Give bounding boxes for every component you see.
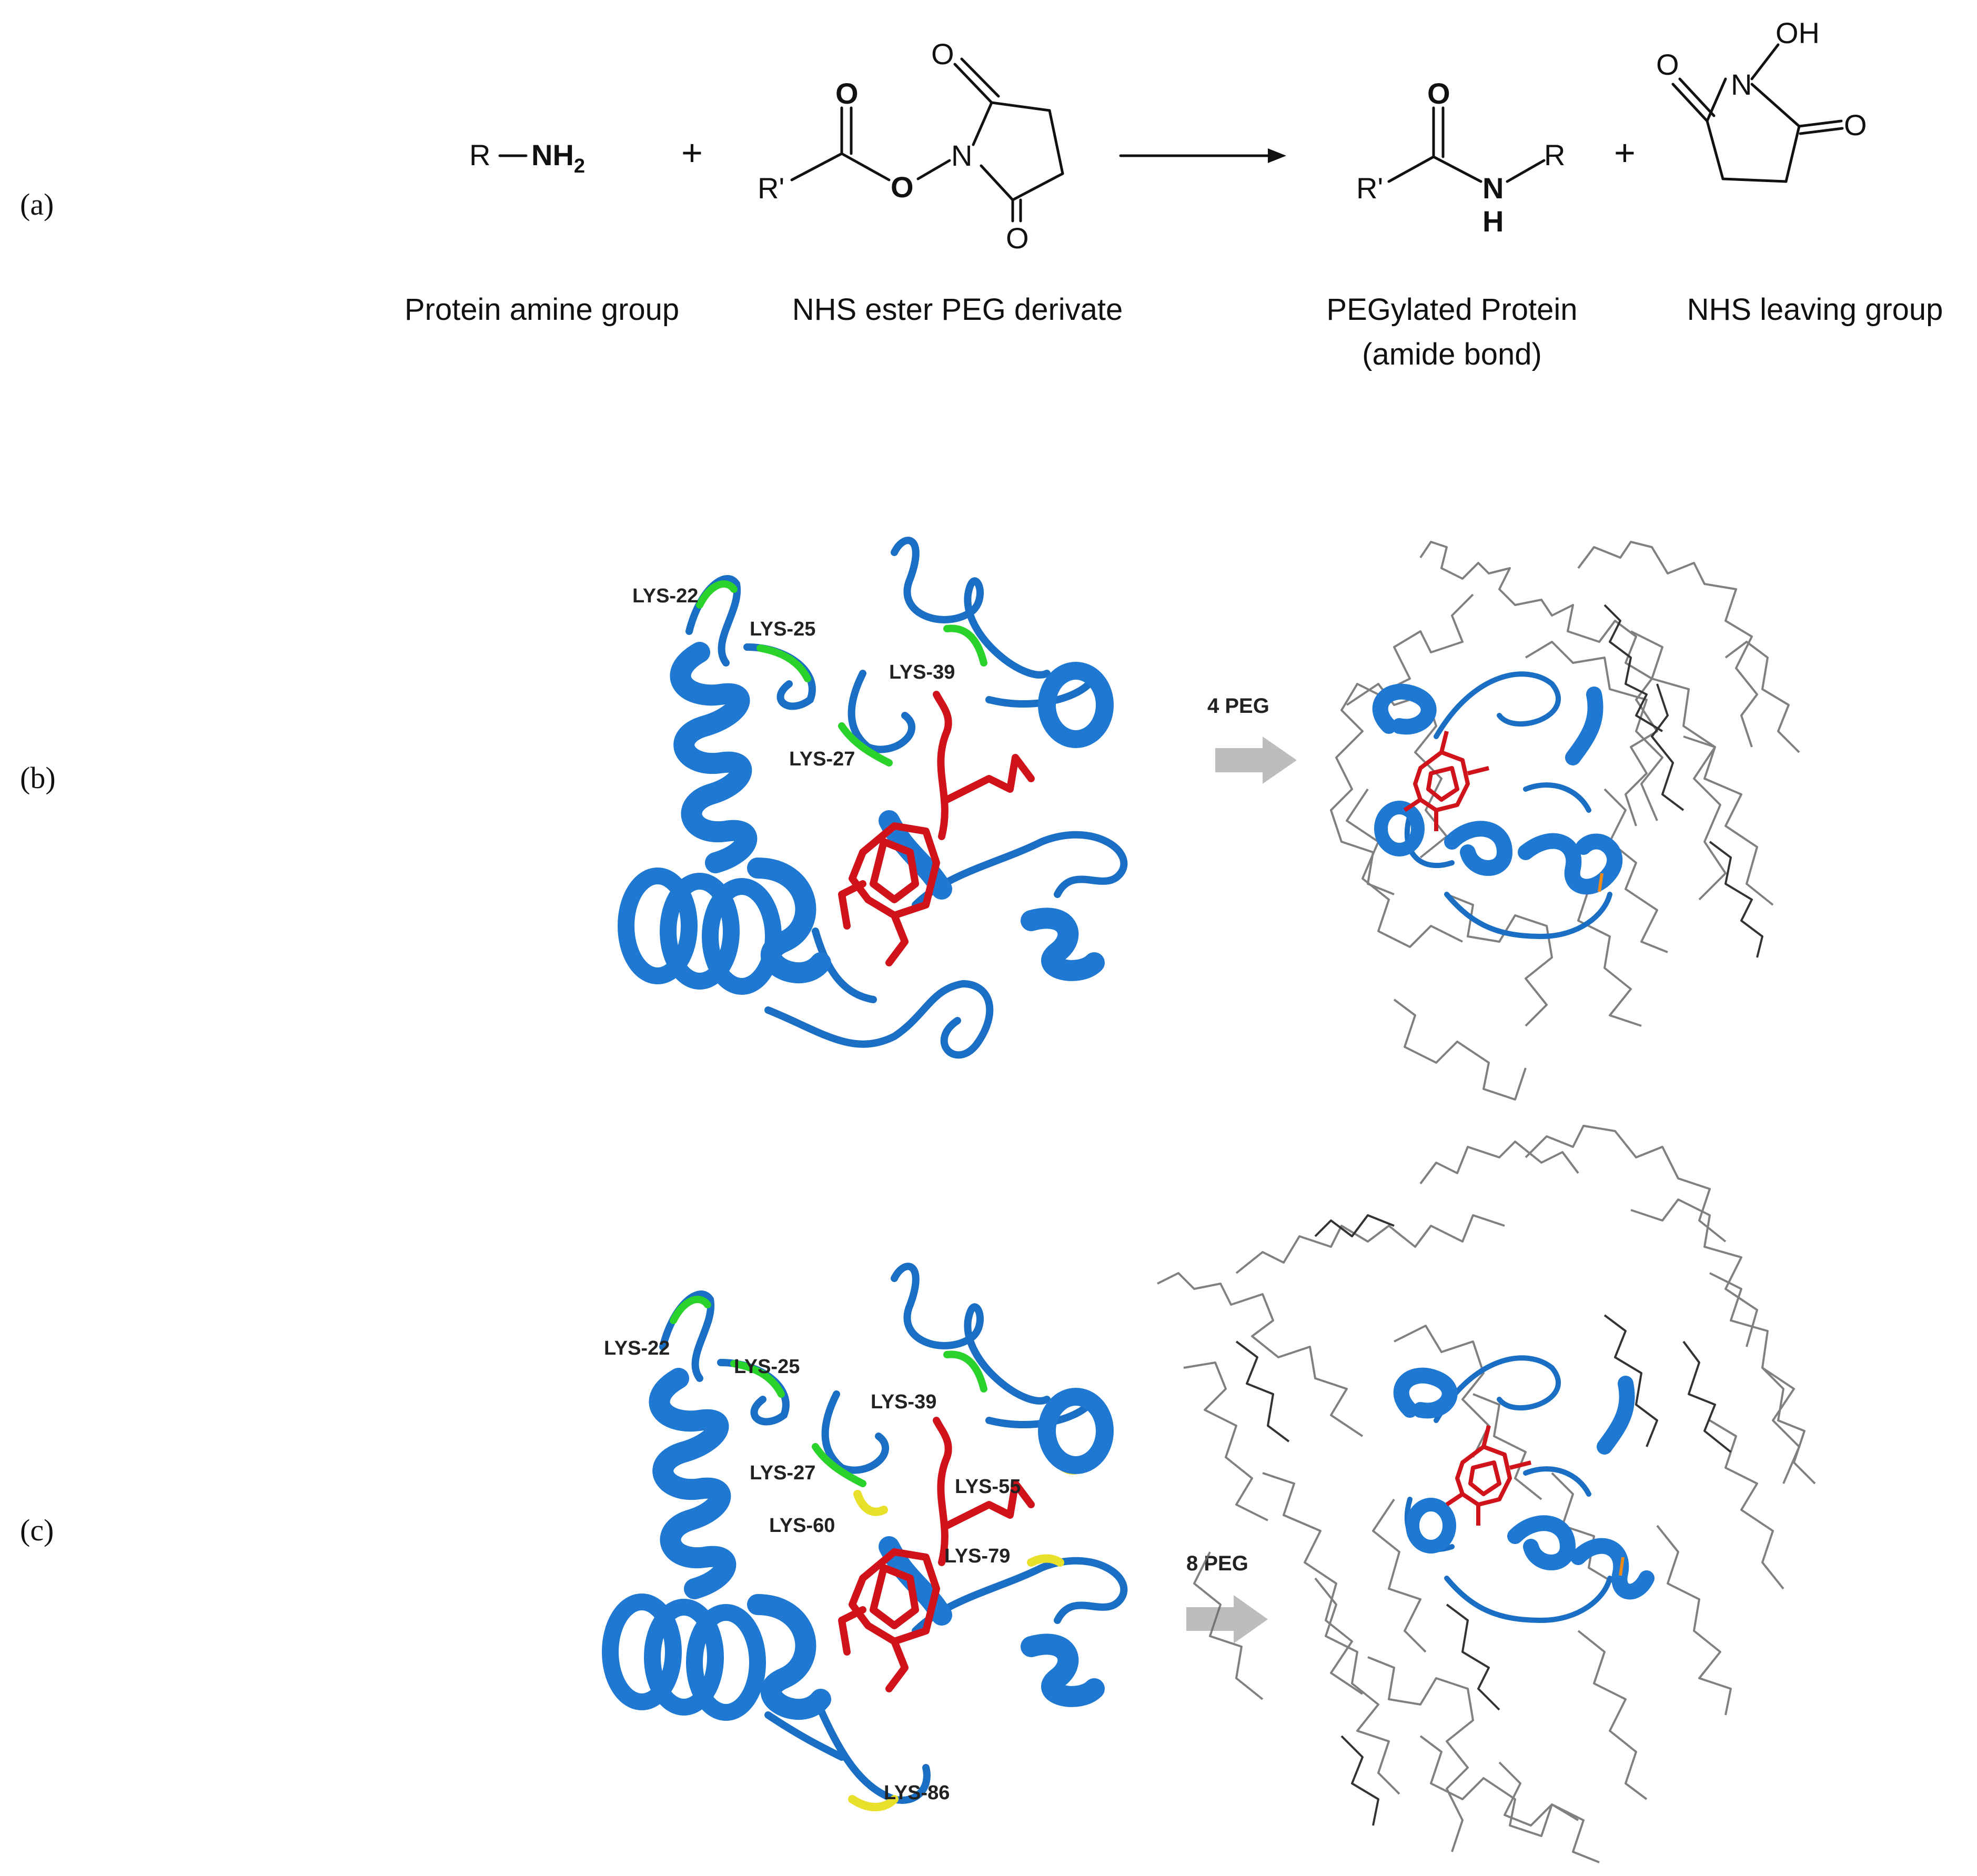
c-arrow-label: 8 PEG [1186,1552,1248,1575]
b-label-lys-39: LYS-39 [889,661,955,683]
panel-c-protein [602,1263,1128,1811]
atom-OH-leaving: OH [1776,16,1820,49]
atom-O-nhs-top: O [931,37,954,70]
plus-sign-2: + [1614,132,1636,173]
c-label-lys-27: LYS-27 [750,1462,815,1484]
b-arrow [1215,737,1297,784]
c-label-lys-86: LYS-86 [884,1782,950,1804]
c-label-lys-55: LYS-55 [955,1476,1021,1498]
atom-R-product: R [1544,138,1566,172]
panel-b-pegylated [1330,541,1800,1101]
atom-N-leaving: N [1731,68,1752,101]
atom-O-leaving-right: O [1844,108,1867,142]
c-label-lys-60: LYS-60 [769,1515,835,1537]
caption-nhs-leaving: NHS leaving group [1687,293,1943,327]
panel-b-protein [618,537,1128,1059]
b-label-lys-27: LYS-27 [789,748,855,770]
atom-O-ester: O [891,170,914,204]
caption-pegylated-protein-2: (amide bond) [1362,337,1542,371]
atom-O-nhs-bottom: O [1006,221,1029,255]
caption-pegylated-protein-1: PEGylated Protein [1326,293,1578,327]
c-label-lys-79: LYS-79 [944,1545,1010,1567]
atom-Rprime-2: R' [1356,172,1384,205]
atom-N-amide: N [1482,172,1504,205]
panel-label-b: (b) [20,761,56,795]
atom-N-nhs: N [951,139,973,172]
plus-sign-1: + [681,132,703,173]
atom-O-leaving-left: O [1656,48,1679,81]
b-label-lys-22: LYS-22 [632,585,698,607]
caption-protein-amine: Protein amine group [404,293,680,327]
atom-NH2-main: NH [531,138,574,172]
atom-R: R [469,138,491,172]
atom-NH2-sub: 2 [573,155,586,177]
atom-NH2: NH2 [531,138,585,177]
c-label-lys-22: LYS-22 [604,1337,670,1359]
b-arrow-label: 4 PEG [1207,694,1269,718]
c-label-lys-39: LYS-39 [871,1391,936,1413]
atom-O-amide: O [1427,77,1450,110]
panel-label-a: (a) [20,187,54,221]
atom-O-carbonyl-1: O [835,77,859,110]
b-label-lys-25: LYS-25 [750,618,815,640]
atom-H-amide: H [1482,205,1504,238]
panel-label-c: (c) [20,1513,54,1547]
c-label-lys-25: LYS-25 [734,1356,800,1378]
atom-Rprime-1: R' [758,172,785,205]
caption-nhs-ester: NHS ester PEG derivate [792,293,1123,327]
reaction-scheme [498,43,1844,223]
panel-c-pegylated [1157,1125,1816,1863]
c-arrow [1186,1595,1268,1643]
